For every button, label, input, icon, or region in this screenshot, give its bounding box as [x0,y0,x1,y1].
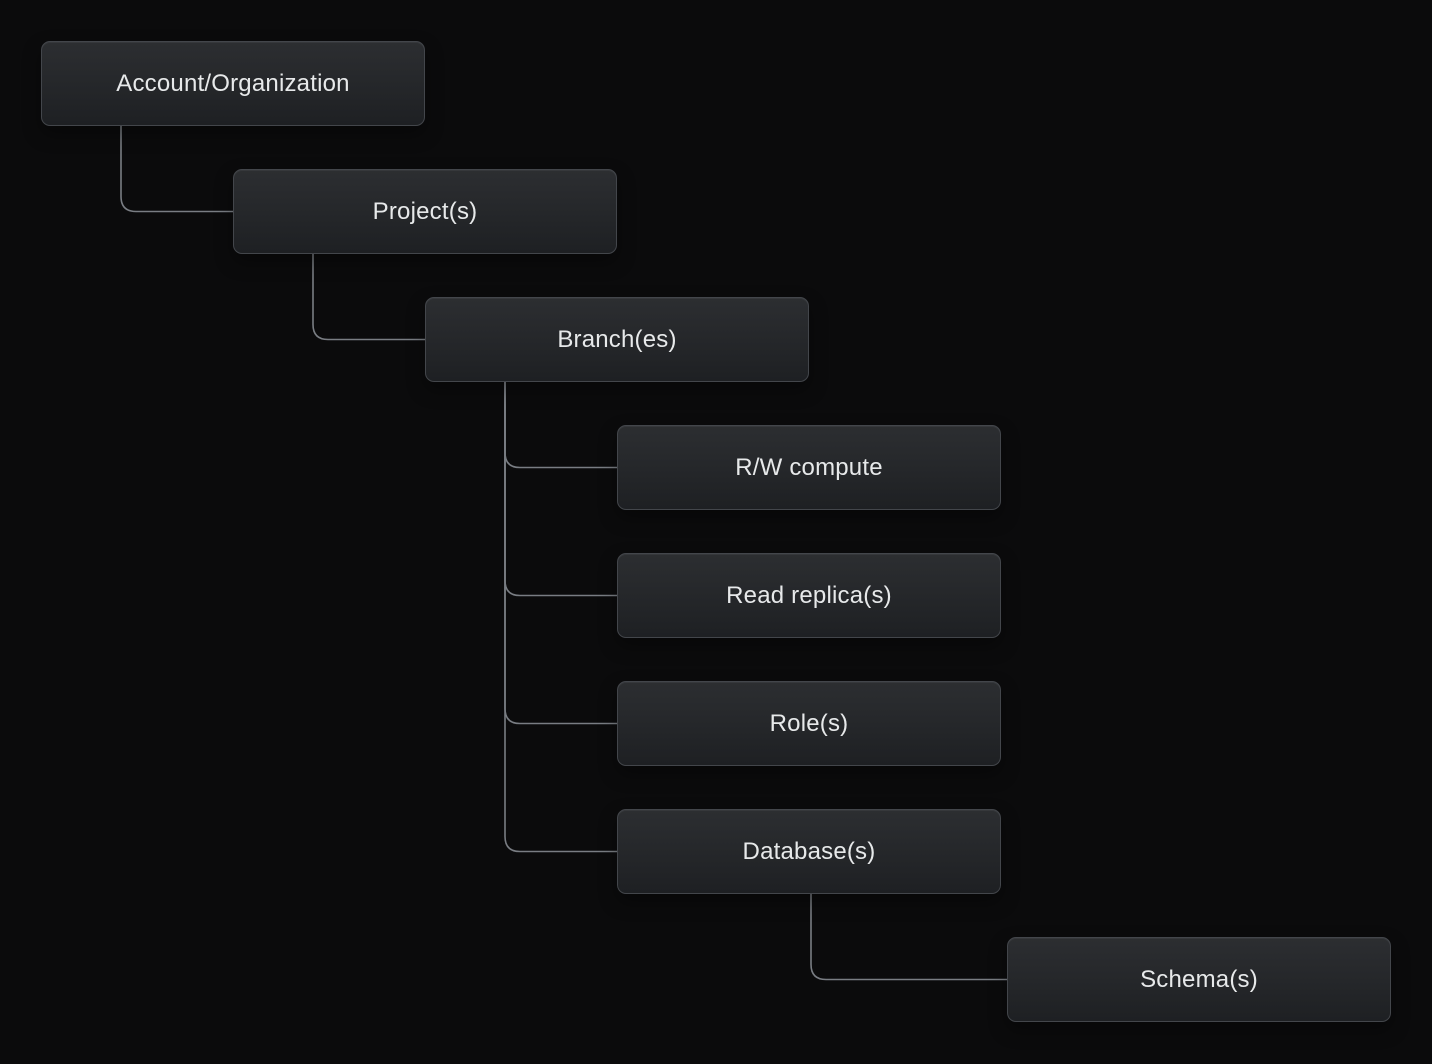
node-label-schemas: Schema(s) [1140,965,1258,993]
node-label-branches: Branch(es) [557,325,677,353]
node-branches: Branch(es) [425,297,809,382]
edge-branches-to-roles [504,382,617,725]
node-projects: Project(s) [233,169,617,254]
edge-branches-to-databases [504,382,617,853]
node-label-read-replicas: Read replica(s) [726,581,892,609]
node-account: Account/Organization [41,41,425,126]
edge-branches-to-rw-compute [504,382,617,469]
node-label-projects: Project(s) [372,197,478,225]
node-rw-compute: R/W compute [617,425,1001,510]
node-read-replicas: Read replica(s) [617,553,1001,638]
edge-databases-to-schemas [810,894,1007,981]
edge-account-to-projects [120,126,233,213]
node-label-databases: Database(s) [742,837,876,865]
node-schemas: Schema(s) [1007,937,1391,1022]
node-label-roles: Role(s) [769,709,849,737]
edge-projects-to-branches [312,254,425,341]
node-roles: Role(s) [617,681,1001,766]
node-label-account: Account/Organization [116,69,350,97]
node-databases: Database(s) [617,809,1001,894]
node-label-rw-compute: R/W compute [735,453,883,481]
edge-branches-to-read-replicas [504,382,617,597]
